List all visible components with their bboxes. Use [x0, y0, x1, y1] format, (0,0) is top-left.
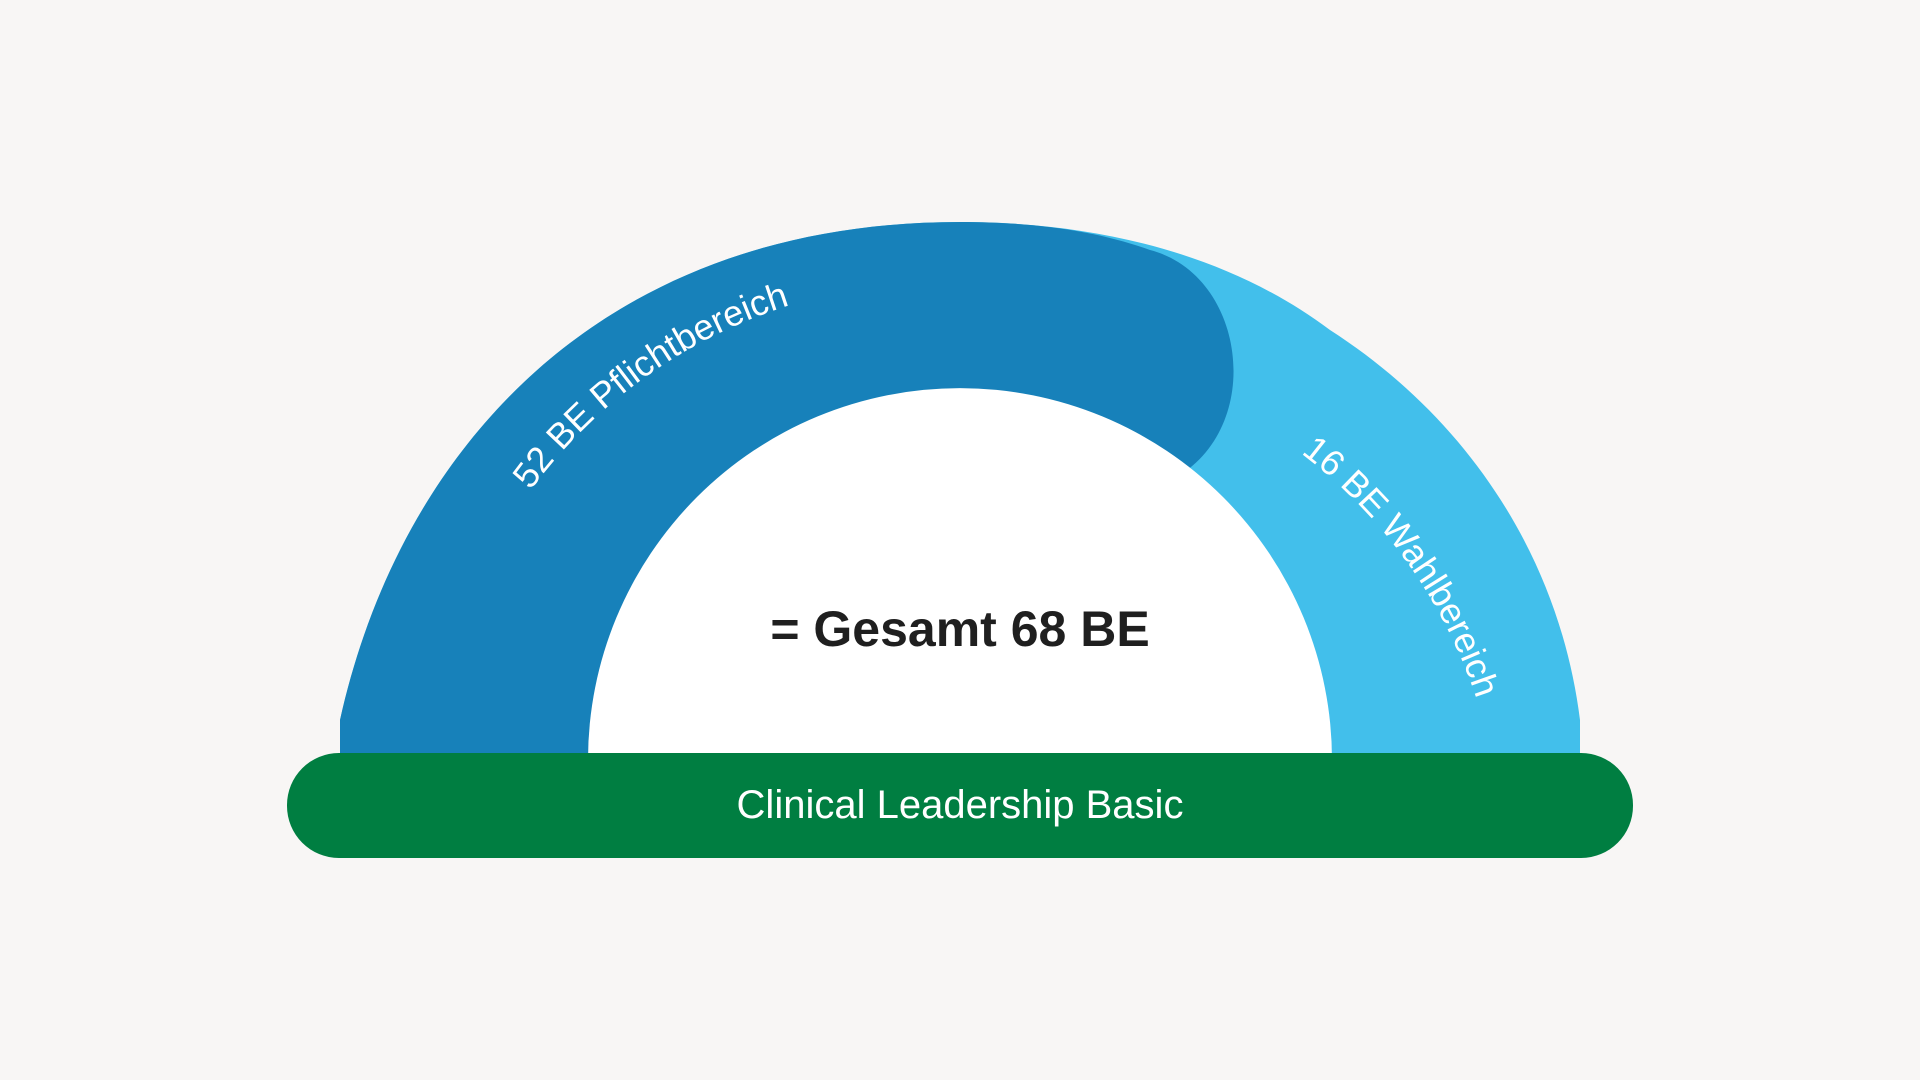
total-label: = Gesamt 68 BE [770, 601, 1149, 657]
inner-disc [588, 388, 1332, 760]
base-bar [287, 753, 1633, 858]
base-label: Clinical Leadership Basic [737, 783, 1184, 827]
